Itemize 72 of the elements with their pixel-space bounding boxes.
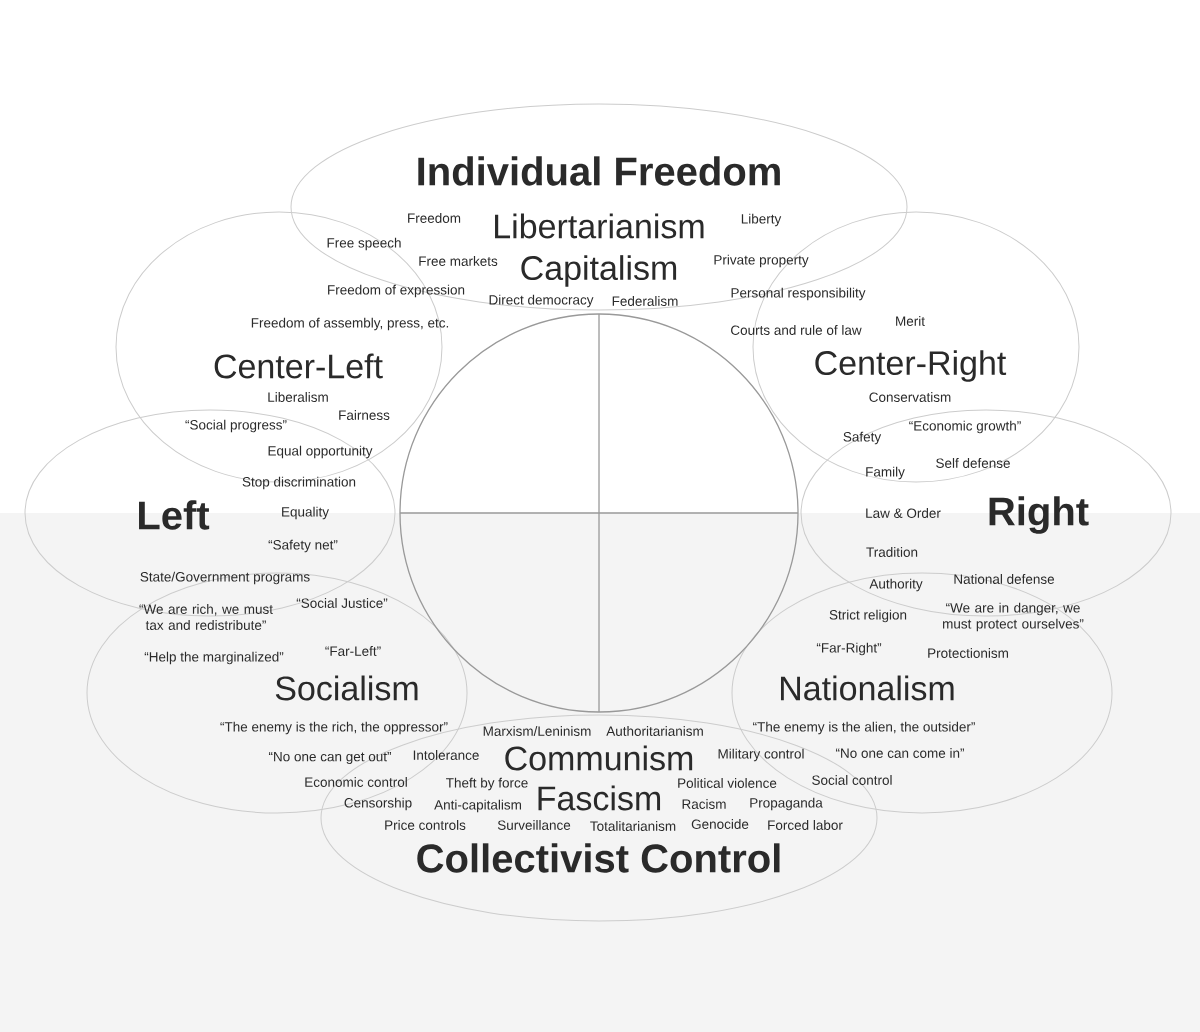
term-label: Freedom of assembly, press, etc. — [251, 317, 449, 331]
term-label: Conservatism — [869, 392, 951, 402]
term-label: Marxism/Leninism — [483, 726, 591, 736]
term-label: Political violence — [678, 778, 777, 788]
term-label: “Help the marginalized” — [144, 651, 284, 665]
term-label: Fairness — [339, 410, 390, 420]
term-label: Free markets — [419, 256, 498, 266]
term-label: State/Government programs — [140, 571, 310, 585]
term-label: Social control — [812, 775, 892, 785]
heading: Individual Freedom — [418, 156, 780, 186]
heading: Left — [139, 500, 210, 530]
term-label: Surveillance — [497, 820, 571, 830]
term-label: Freedom — [408, 213, 461, 223]
term-label: Self defense — [936, 458, 1010, 468]
subheading: Center-Right — [815, 350, 1007, 382]
term-label: “No one can get out” — [268, 751, 391, 765]
term-label: Censorship — [344, 797, 412, 811]
term-label: Safety — [843, 431, 882, 445]
term-label: Price controls — [385, 820, 466, 830]
term-label: “Social progress” — [185, 419, 287, 433]
subheading: Fascism — [538, 785, 661, 811]
term-label: Direct democracy — [489, 294, 594, 308]
subheading: Capitalism — [521, 255, 677, 287]
subheading: Nationalism — [781, 675, 954, 701]
term-label: Freedom of expression — [328, 284, 465, 298]
subheading: Socialism — [275, 675, 418, 701]
term-label: Forced labor — [768, 820, 843, 830]
subheading: Libertarianism — [495, 213, 704, 239]
term-label: Anti-capitalism — [434, 799, 521, 813]
term-label: “The enemy is the rich, the oppressor” — [220, 721, 448, 735]
ellipse — [24, 409, 396, 617]
term-label: Stop discrimination — [242, 476, 356, 490]
term-label: “No one can come in” — [836, 748, 964, 758]
term-label: Liberty — [741, 213, 782, 227]
term-label: Theft by force — [446, 777, 528, 791]
term-label: Equal opportunity — [268, 445, 373, 459]
term-label: “Far-Right” — [816, 642, 882, 656]
term-label: Tradition — [866, 547, 918, 557]
term-label: Protectionism — [928, 648, 1008, 658]
term-label: Genocide — [691, 819, 749, 829]
term-label: Military control — [718, 748, 804, 762]
term-label: “We are in danger, we must protect ourselves” — [943, 602, 1084, 632]
term-label: Merit — [896, 316, 925, 326]
term-label: Strict religion — [829, 609, 907, 623]
term-label: Courts and rule of law — [731, 325, 862, 335]
term-label: “We are rich, we must tax and redistribute” — [139, 604, 273, 630]
term-label: Personal responsibility — [731, 287, 866, 301]
subheading: Center-Left — [214, 353, 383, 379]
term-label: Federalism — [612, 296, 678, 306]
term-label: Economic control — [305, 777, 407, 787]
term-label: Authority — [869, 578, 923, 592]
term-label: “Social Justice” — [296, 598, 388, 608]
term-label: Intolerance — [413, 750, 479, 760]
heading: Collectivist Control — [417, 843, 780, 873]
term-label: Law & Order — [866, 508, 941, 518]
term-label: Free speech — [327, 237, 401, 251]
term-label: “Safety net” — [268, 539, 338, 553]
term-label: Authoritarianism — [606, 726, 703, 736]
term-label: Equality — [282, 506, 329, 520]
term-label: Family — [866, 466, 905, 480]
term-label: Propaganda — [750, 797, 823, 811]
term-label: “Economic growth” — [909, 420, 1021, 434]
heading: Right — [989, 496, 1089, 534]
ellipse — [290, 103, 908, 311]
term-label: Totalitarianism — [590, 821, 676, 831]
subheading: Communism — [505, 745, 693, 771]
term-label: Racism — [682, 799, 726, 809]
term-label: “The enemy is the alien, the outsider” — [753, 721, 975, 735]
term-label: Private property — [714, 254, 809, 268]
term-label: National defense — [954, 574, 1055, 584]
term-label: Liberalism — [268, 392, 328, 402]
term-label: “Far-Left” — [325, 646, 381, 656]
